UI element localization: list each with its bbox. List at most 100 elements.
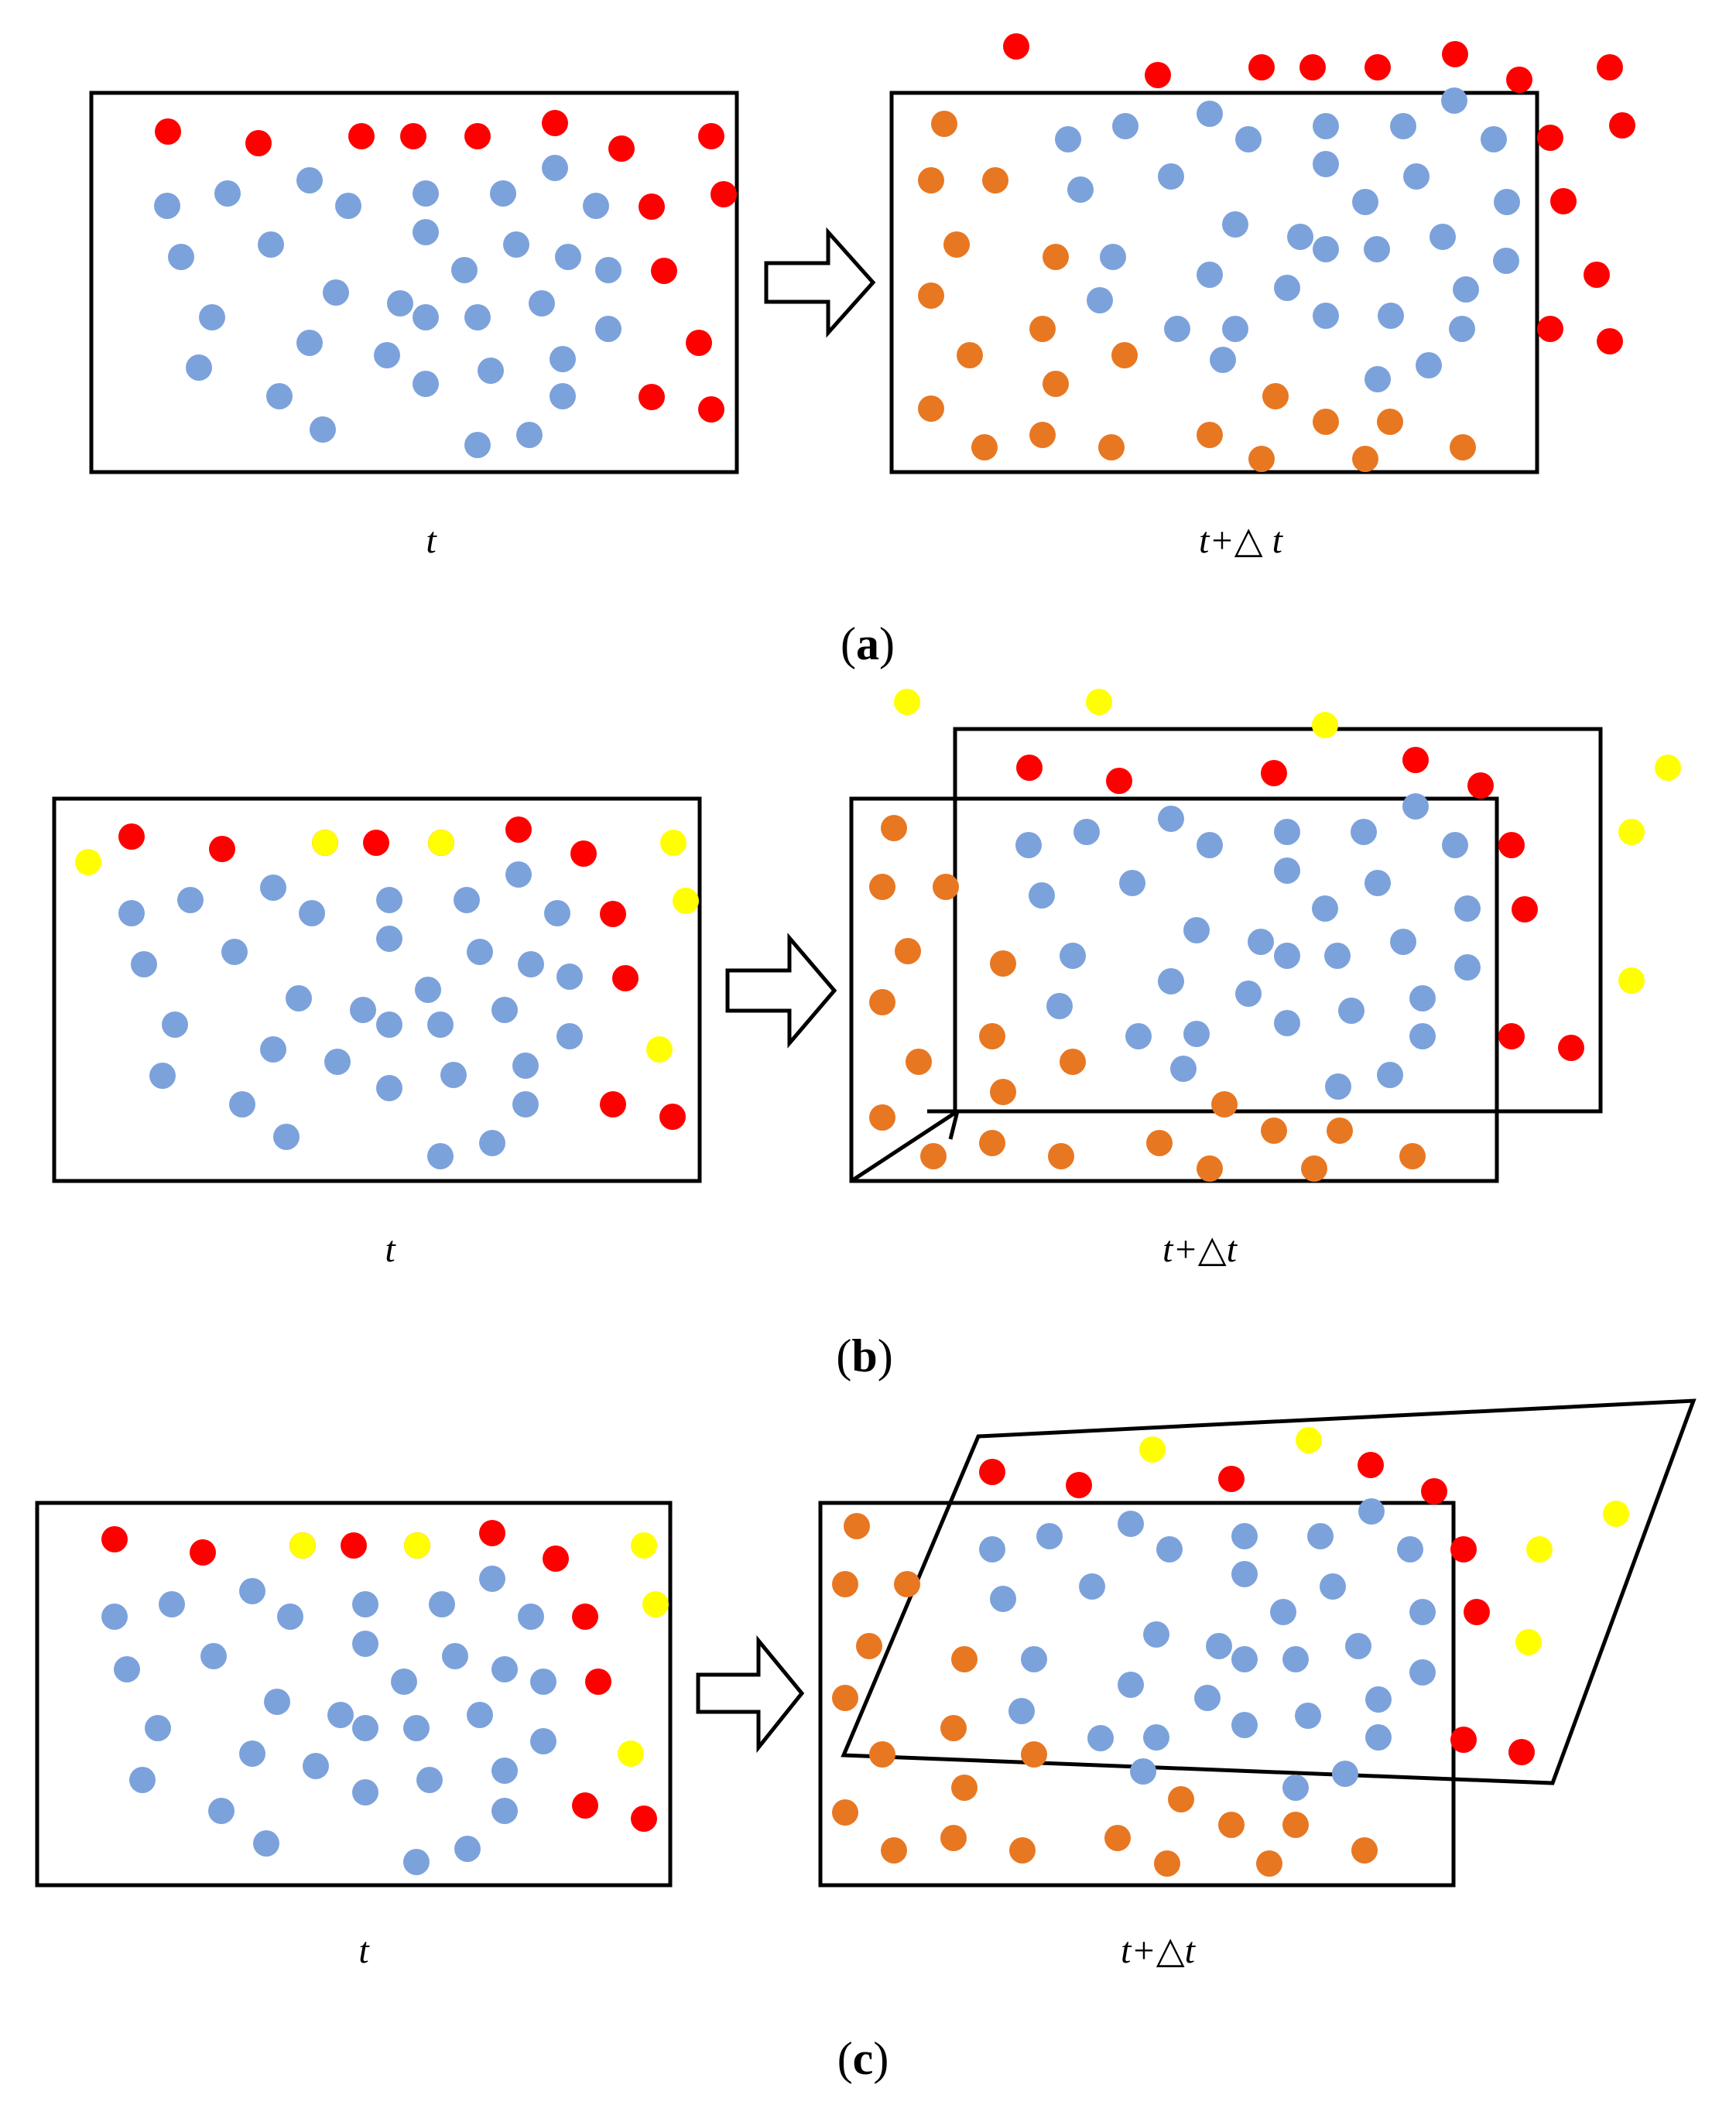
- blue-feature-point: [512, 1052, 539, 1079]
- blue-feature-point: [556, 964, 583, 990]
- blue-feature-point: [239, 1740, 265, 1767]
- orange-feature-point: [1043, 244, 1069, 270]
- blue-feature-point: [1158, 163, 1184, 190]
- orange-feature-point: [832, 1685, 858, 1711]
- orange-feature-point: [1256, 1850, 1282, 1877]
- orange-feature-point: [1399, 1143, 1426, 1169]
- blue-feature-point: [1197, 101, 1223, 127]
- blue-feature-point: [1351, 819, 1377, 845]
- blue-feature-point: [1313, 113, 1339, 139]
- orange-feature-point: [1450, 434, 1476, 460]
- red-feature-point: [1248, 54, 1275, 80]
- blue-feature-point: [145, 1715, 171, 1741]
- red-feature-point: [659, 1104, 686, 1130]
- blue-feature-point: [1494, 189, 1520, 215]
- blue-feature-point: [1397, 1536, 1423, 1562]
- red-feature-point: [585, 1669, 611, 1695]
- orange-feature-point: [832, 1571, 858, 1597]
- red-feature-point: [1442, 41, 1468, 67]
- red-feature-point: [1508, 1739, 1535, 1765]
- orange-feature-point: [920, 1143, 947, 1169]
- orange-feature-point: [894, 1571, 920, 1597]
- panel-a-frame-t-plus-dt: [889, 91, 1539, 474]
- blue-feature-point: [1313, 236, 1339, 262]
- blue-feature-point: [454, 1836, 481, 1862]
- orange-feature-point: [832, 1799, 858, 1826]
- red-feature-point: [631, 1806, 657, 1832]
- blue-feature-point: [1493, 248, 1519, 274]
- panel-c: t t+△t (c): [35, 1398, 1697, 2084]
- blue-feature-point: [1390, 929, 1416, 955]
- blue-feature-point: [186, 354, 212, 381]
- orange-feature-point: [1029, 422, 1056, 448]
- blue-feature-point: [1282, 1775, 1309, 1801]
- blue-feature-point: [1313, 303, 1339, 329]
- blue-feature-point: [440, 1062, 467, 1088]
- red-feature-point: [698, 396, 724, 423]
- red-feature-point: [979, 1459, 1005, 1485]
- orange-feature-point: [1262, 383, 1289, 409]
- blue-feature-point: [273, 1124, 300, 1150]
- orange-feature-point: [918, 395, 944, 422]
- blue-feature-point: [1345, 1633, 1371, 1659]
- blue-feature-point: [1156, 1536, 1183, 1562]
- blue-feature-point: [310, 416, 336, 443]
- red-feature-point: [1609, 112, 1635, 139]
- orange-feature-point: [906, 1049, 932, 1075]
- orange-feature-point: [895, 938, 921, 964]
- panel-b-points: [75, 689, 1681, 1182]
- orange-feature-point: [869, 1104, 895, 1131]
- red-feature-point: [363, 830, 389, 856]
- blue-feature-point: [1295, 1703, 1321, 1729]
- blue-feature-point: [595, 316, 621, 342]
- red-feature-point: [1402, 747, 1429, 773]
- blue-feature-point: [1046, 993, 1073, 1019]
- blue-feature-point: [1377, 1062, 1403, 1088]
- blue-feature-point: [512, 1091, 539, 1118]
- blue-feature-point: [990, 1586, 1016, 1612]
- blue-feature-point: [491, 1656, 518, 1682]
- yellow-feature-point: [289, 1532, 316, 1559]
- blue-feature-point: [1454, 954, 1481, 981]
- yellow-feature-point: [1139, 1436, 1166, 1463]
- blue-feature-point: [454, 887, 480, 913]
- blue-feature-point: [550, 346, 576, 372]
- blue-feature-point: [1036, 1523, 1063, 1549]
- orange-feature-point: [957, 342, 983, 368]
- red-feature-point: [1003, 33, 1029, 60]
- blue-feature-point: [1409, 985, 1436, 1011]
- blue-feature-point: [1158, 806, 1184, 832]
- blue-feature-point: [516, 422, 543, 448]
- blue-feature-point: [1320, 1573, 1346, 1600]
- yellow-feature-point: [1515, 1629, 1542, 1655]
- blue-feature-point: [542, 155, 568, 181]
- blue-feature-point: [1274, 1010, 1300, 1036]
- blue-feature-point: [1015, 832, 1042, 858]
- blue-feature-point: [374, 342, 400, 368]
- yellow-feature-point: [1526, 1536, 1553, 1562]
- orange-feature-point: [951, 1775, 978, 1801]
- yellow-feature-point: [673, 888, 699, 914]
- blue-feature-point: [1442, 832, 1468, 858]
- blue-feature-point: [1274, 943, 1300, 969]
- orange-feature-point: [1261, 1118, 1287, 1144]
- blue-feature-point: [118, 900, 145, 926]
- red-feature-point: [101, 1526, 128, 1552]
- orange-feature-point: [844, 1513, 870, 1539]
- red-feature-point: [1106, 768, 1132, 794]
- blue-feature-point: [208, 1798, 235, 1824]
- blue-feature-point: [1364, 366, 1391, 392]
- orange-feature-point: [1248, 446, 1275, 472]
- orange-feature-point: [1104, 1825, 1131, 1851]
- red-feature-point: [1358, 1452, 1384, 1478]
- red-feature-point: [1261, 760, 1287, 786]
- blue-feature-point: [544, 900, 570, 926]
- blue-feature-point: [1183, 917, 1210, 943]
- blue-feature-point: [376, 1075, 402, 1101]
- blue-feature-point: [229, 1091, 255, 1118]
- orange-feature-point: [1301, 1155, 1327, 1182]
- panel-a-label-t-plus-dt: t+△ t: [1199, 520, 1284, 561]
- blue-feature-point: [1231, 1561, 1258, 1587]
- orange-feature-point: [1154, 1850, 1180, 1877]
- panel-b: t t+△t (b): [52, 689, 1681, 1381]
